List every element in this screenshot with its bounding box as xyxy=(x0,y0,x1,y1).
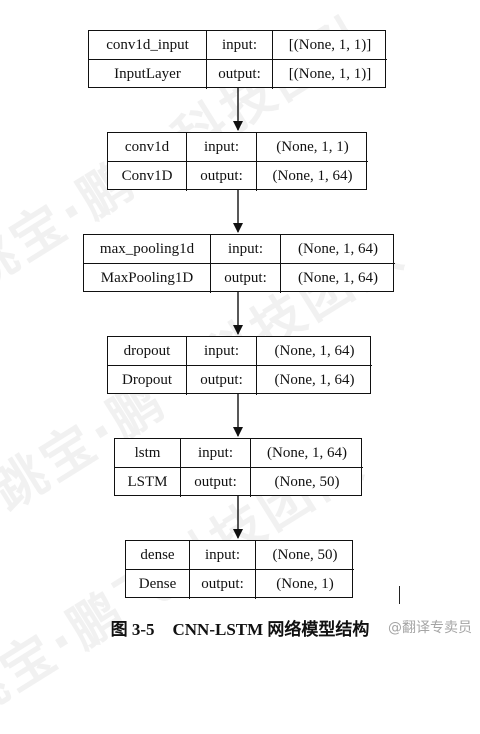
layer-name: conv1d xyxy=(108,133,187,162)
input-shape: (None, 1, 1) xyxy=(257,133,368,162)
input-label: input: xyxy=(187,337,257,366)
layer-node: max_pooling1d input: (None, 1, 64) MaxPo… xyxy=(83,234,395,293)
input-shape: (None, 1, 64) xyxy=(257,337,372,366)
input-shape: (None, 1, 64) xyxy=(281,235,395,264)
layer-class: LSTM xyxy=(115,468,181,497)
layer-node: lstm input: (None, 1, 64) LSTM output: (… xyxy=(114,438,363,497)
output-label: output: xyxy=(187,162,257,191)
layer-class: Dropout xyxy=(108,366,187,395)
input-label: input: xyxy=(190,541,256,570)
input-shape: [(None, 1, 1)] xyxy=(273,31,387,60)
layer-name: max_pooling1d xyxy=(84,235,211,264)
input-shape: (None, 1, 64) xyxy=(251,439,363,468)
input-label: input: xyxy=(181,439,251,468)
input-shape: (None, 50) xyxy=(256,541,354,570)
input-label: input: xyxy=(187,133,257,162)
watermark-credit: @翻译专卖员 xyxy=(388,620,472,636)
output-shape: (None, 1, 64) xyxy=(298,270,378,286)
layer-node: conv1d input: (None, 1, 1) Conv1D output… xyxy=(107,132,368,191)
layer-node: dense input: (None, 50) Dense output: (N… xyxy=(125,540,354,599)
output-label: output: xyxy=(190,570,256,599)
output-shape: (None, 1) xyxy=(276,576,334,592)
layer-name: conv1d_input xyxy=(89,31,207,60)
edge-layer xyxy=(233,88,243,539)
model-diagram: conv1d_input input: [(None, 1, 1)] Input… xyxy=(83,30,395,599)
figure-caption: 图 3-5 CNN-LSTM 网络模型结构 xyxy=(0,612,480,642)
output-shape: (None, 1, 64) xyxy=(272,168,353,184)
output-label: output: xyxy=(207,60,273,89)
output-label: output: xyxy=(187,366,257,395)
input-label: input: xyxy=(207,31,273,60)
layer-node: conv1d_input input: [(None, 1, 1)] Input… xyxy=(88,30,387,89)
layer-name: dense xyxy=(126,541,190,570)
layer-class: InputLayer xyxy=(89,60,207,89)
layer-name: lstm xyxy=(115,439,181,468)
output-label: output: xyxy=(181,468,251,497)
input-label: input: xyxy=(211,235,281,264)
layer-node: dropout input: (None, 1, 64) Dropout out… xyxy=(107,336,372,395)
figure-title: CNN-LSTM 网络模型结构 xyxy=(172,619,370,639)
output-shape: (None, 50) xyxy=(274,474,340,490)
layer-class: MaxPooling1D xyxy=(84,264,211,293)
output-label: output: xyxy=(211,264,281,293)
text-cursor xyxy=(399,586,400,604)
layer-name: dropout xyxy=(108,337,187,366)
layer-class: Dense xyxy=(126,570,190,599)
figure-number: 图 3-5 xyxy=(110,619,155,639)
output-shape: (None, 1, 64) xyxy=(274,372,355,388)
layer-class: Conv1D xyxy=(108,162,187,191)
output-shape: [(None, 1, 1)] xyxy=(288,66,372,82)
